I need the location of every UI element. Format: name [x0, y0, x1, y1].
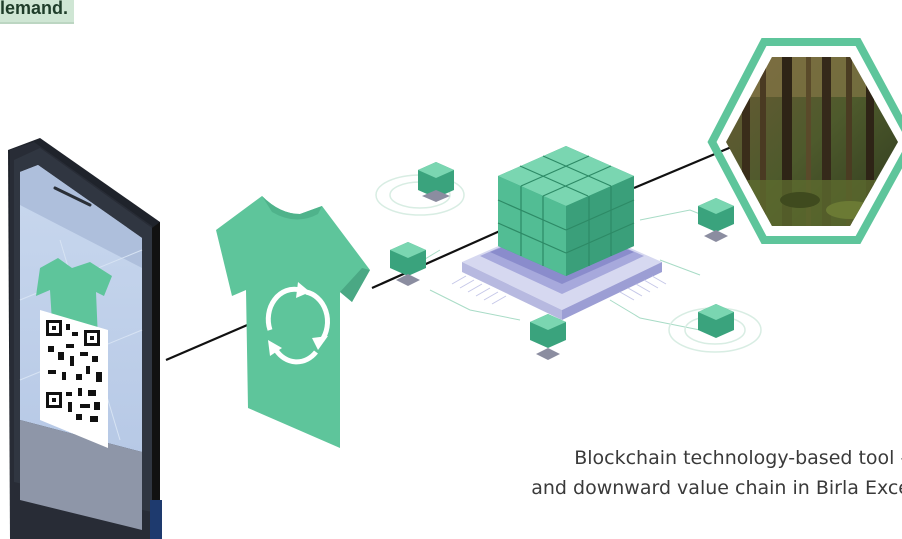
blockchain-chip-icon: [375, 146, 762, 360]
recycle-arrows-icon: [265, 282, 330, 365]
caption-line-1: Blockchain technology-based tool –: [574, 447, 902, 469]
figure-caption: Blockchain technology-based tool – and d…: [450, 443, 902, 503]
section-tag: lemand.: [0, 0, 75, 22]
qr-code-icon: [40, 310, 108, 448]
tshirt-icon: [216, 196, 370, 448]
smartphone-icon: [8, 138, 162, 539]
connector-shirt-chain: [371, 220, 521, 290]
forest-photo: [707, 38, 902, 244]
caption-line-2: and downward value chain in Birla Exce: [531, 477, 902, 499]
